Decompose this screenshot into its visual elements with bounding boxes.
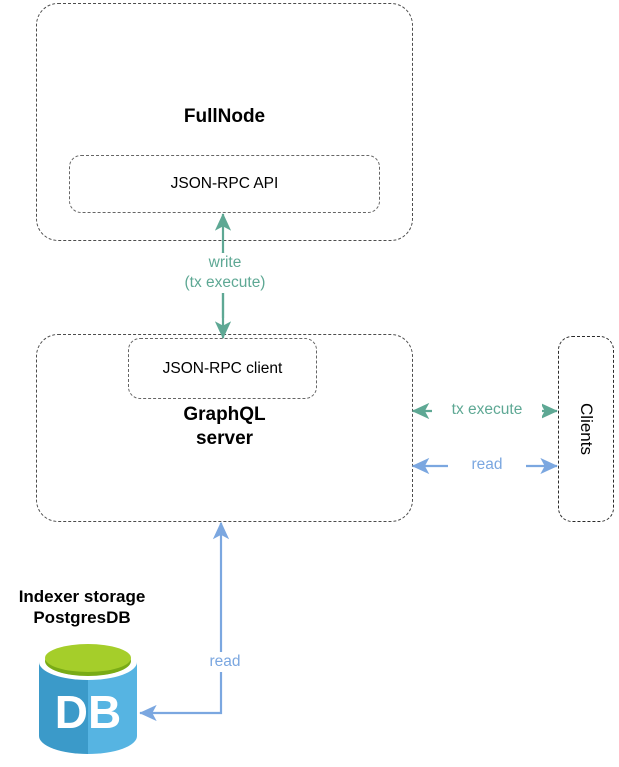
edge-tx-execute-label: tx execute — [432, 400, 542, 421]
json-rpc-client-label: JSON-RPC client — [162, 359, 283, 377]
fullnode-title: FullNode — [183, 106, 266, 127]
graphql-server-title: GraphQL server — [183, 404, 266, 449]
database-cylinder-icon: DB — [39, 644, 137, 754]
clients-label: Clients — [577, 403, 596, 455]
indexer-storage-caption: Indexer storage PostgresDB — [18, 587, 146, 628]
edge-read-db-label: read — [188, 652, 262, 673]
edge-write-label: write (tx execute) — [148, 253, 302, 294]
db-icon-label: DB — [55, 686, 121, 738]
edge-read-clients-label: read — [448, 455, 526, 476]
json-rpc-client-box[interactable]: JSON-RPC client — [128, 338, 317, 399]
json-rpc-api-box[interactable]: JSON-RPC API — [69, 155, 380, 213]
json-rpc-api-label: JSON-RPC API — [170, 175, 279, 192]
clients-box[interactable]: Clients — [558, 336, 614, 522]
fullnode-box[interactable] — [36, 3, 413, 241]
